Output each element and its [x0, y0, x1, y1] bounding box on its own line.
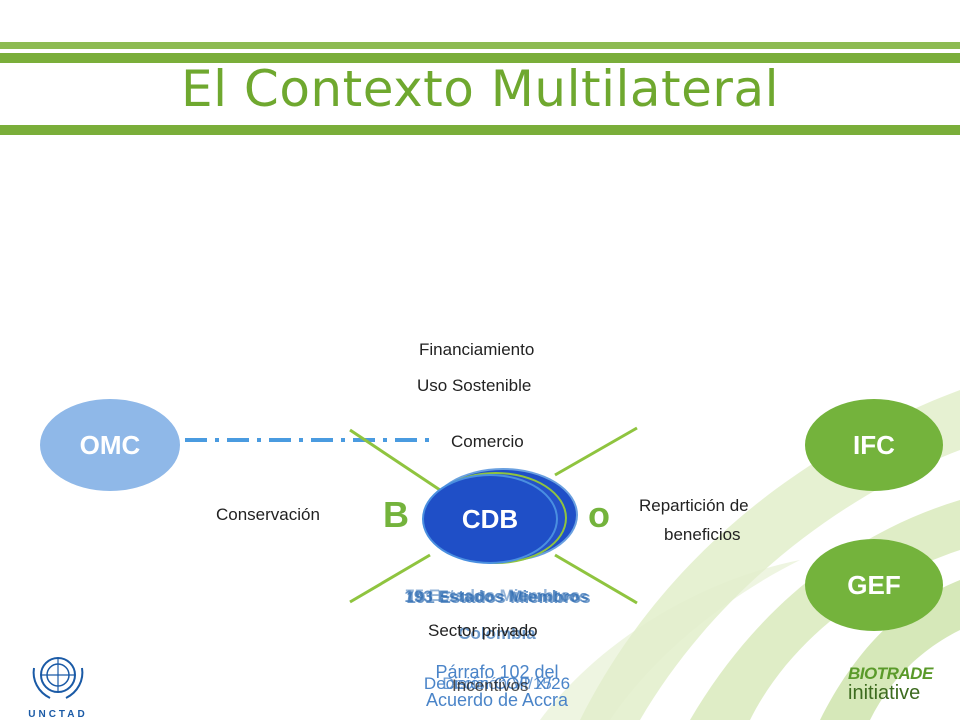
line-upper-left	[349, 428, 441, 492]
un-emblem-icon	[32, 657, 84, 699]
header-bar-bottom	[0, 125, 960, 135]
slide-title: El Contexto Multilateral	[181, 60, 779, 118]
label-incentivos: Incentivos	[452, 676, 529, 695]
line-lower-left	[349, 553, 431, 604]
parrafo-line-1: Párrafo 102 del	[435, 662, 559, 682]
label-reparticion-1: Repartición de	[639, 496, 749, 515]
decision-cop: Decisión COP X/26	[423, 674, 571, 693]
omc-oval: OMC	[40, 399, 180, 491]
label-uso-sostenible: Uso Sostenible	[417, 376, 532, 395]
label-comercio: Comercio	[451, 432, 524, 451]
omc-label: OMC	[79, 429, 141, 460]
unctad-text: UNCTAD	[28, 709, 88, 720]
header-bar-top	[0, 42, 960, 49]
label-financiamiento: Financiamiento	[419, 340, 535, 359]
gef-label: GEF	[847, 569, 901, 600]
behind-text-right: o	[588, 494, 610, 535]
estados-miembros-a: 191 Estados Miembros	[406, 588, 591, 607]
colombia-label: Colombia	[458, 624, 536, 643]
biotrade-logo: BIOTRADE initiative	[848, 664, 948, 716]
ifc-label: IFC	[853, 429, 895, 460]
estados-miembros-c: 75 Estados Miembros	[405, 586, 580, 605]
cdb-oval: CDB	[422, 474, 558, 564]
ifc-oval: IFC	[805, 399, 943, 491]
decision-vi: Decisión VI/15	[442, 674, 552, 693]
label-conservacion: Conservación	[216, 505, 320, 524]
gef-oval: GEF	[805, 539, 943, 631]
label-sector-privado: Sector privado	[428, 621, 538, 640]
behind-text-left: B	[383, 494, 409, 535]
header-bar	[0, 53, 960, 63]
unctad-logo: UNCTAD	[18, 648, 98, 720]
label-reparticion-2: beneficios	[664, 525, 741, 544]
parrafo-line-2: Acuerdo de Accra	[425, 690, 569, 710]
estados-miembros-b: 193 Estados Miembros	[404, 587, 589, 606]
biotrade-initiative: initiative	[848, 682, 921, 704]
cdb-label: CDB	[461, 503, 519, 534]
biotrade-text: BIOTRADE	[848, 664, 933, 683]
line-lower-right	[554, 553, 638, 605]
line-upper-right	[554, 426, 638, 477]
